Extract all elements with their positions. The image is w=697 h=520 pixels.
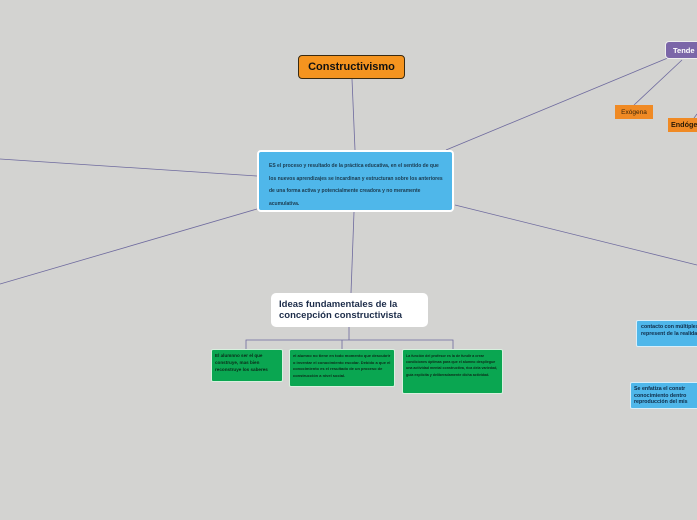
exogena-label: Exógena — [621, 108, 647, 116]
idea-text-1: El alumnno ser el que construye, mas bie… — [215, 353, 268, 372]
definition-text: ES el proceso y resultado de la práctica… — [269, 163, 443, 207]
contacto-node[interactable]: contacto con múltiples represent de la r… — [636, 320, 697, 347]
contacto-text: contacto con múltiples represent de la r… — [641, 324, 697, 337]
endogena-node[interactable]: Endóge — [668, 118, 697, 132]
connector-title — [351, 78, 356, 151]
connector-left-upper — [0, 158, 258, 177]
connector-bottom-right — [454, 204, 697, 266]
connector-exogena — [633, 59, 683, 106]
idea-node-1[interactable]: El alumnno ser el que construye, mas bie… — [211, 349, 283, 382]
exogena-node[interactable]: Exógena — [615, 105, 653, 119]
connector-ideas-children — [245, 327, 454, 349]
enfatiza-node[interactable]: Se enfatiza el constr conocimiento dentr… — [630, 382, 697, 409]
idea-node-3[interactable]: La función del profesor es la de fundir … — [402, 349, 503, 394]
tendencias-label: Tende — [673, 46, 695, 55]
connector-ideas — [350, 211, 355, 294]
connector-top-right — [445, 54, 676, 151]
central-topic-label: Constructivismo — [308, 61, 395, 73]
ideas-node[interactable]: Ideas fundamentales de la concepción con… — [271, 293, 428, 327]
endogena-label: Endóge — [671, 120, 697, 129]
idea-text-3: La función del profesor es la de fundir … — [406, 354, 498, 377]
ideas-title: Ideas fundamentales de la concepción con… — [279, 299, 403, 321]
idea-node-2[interactable]: el alumno no tiene en todo momento que d… — [289, 349, 395, 387]
tendencias-node[interactable]: Tende — [665, 41, 697, 59]
connector-left-lower — [0, 208, 258, 285]
idea-text-2: el alumno no tiene en todo momento que d… — [293, 353, 391, 378]
enfatiza-text: Se enfatiza el constr conocimiento dentr… — [634, 386, 688, 405]
central-topic[interactable]: Constructivismo — [298, 55, 405, 79]
definition-node[interactable]: ES el proceso y resultado de la práctica… — [257, 150, 454, 212]
